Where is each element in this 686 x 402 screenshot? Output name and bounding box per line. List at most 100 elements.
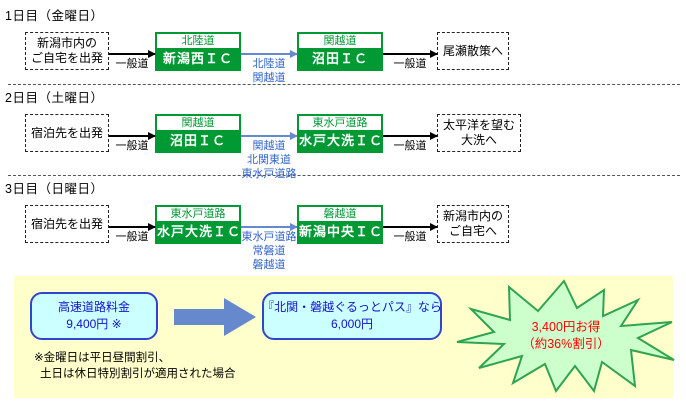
- savings-percent: （約36%割引）: [522, 337, 610, 351]
- expressway-name-label: 東水戸道路: [299, 116, 381, 130]
- local-road-arrow: 一般道: [383, 203, 438, 244]
- savings-amount: 3,400円お得: [531, 320, 601, 334]
- arrow-head-icon: [290, 132, 298, 140]
- road-type-label: 一般道: [115, 231, 149, 243]
- interchange-box: 関越道 沼田ＩＣ: [155, 114, 241, 153]
- road-type-label: 一般道: [393, 231, 427, 243]
- local-road-arrow: 一般道: [383, 30, 438, 71]
- destination-text-line: 太平洋を望む: [443, 118, 516, 132]
- day-separator: [8, 84, 680, 85]
- day-2-section: 2日目（土曜日） 宿泊先を出発 一般道 関越道 沼田ＩＣ 関越道 北関東道 東水…: [0, 85, 686, 180]
- regular-toll-title: 高速道路料金: [57, 300, 130, 314]
- arrow-line: [241, 223, 298, 231]
- transfer-route-label: 関越道: [252, 72, 286, 84]
- road-type-label: 一般道: [393, 140, 427, 152]
- arrow-line: [109, 223, 156, 231]
- transfer-route-label: 東水戸道路: [241, 231, 297, 243]
- day-1-start-box: 新潟市内の ご自宅を出発: [25, 32, 109, 70]
- discount-note: ※金曜日は平日昼間割引、 土日は休日特別割引が適用された場合: [34, 350, 236, 382]
- interchange-box: 東水戸道路 水戸大洗ＩＣ: [297, 114, 383, 153]
- regular-toll-price: 9,400円 ※: [66, 317, 122, 331]
- arrow-line: [109, 50, 156, 58]
- arrow-line: [383, 50, 438, 58]
- interchange-name-label: 沼田ＩＣ: [299, 48, 381, 69]
- day-3-flow: 宿泊先を出発 一般道 東水戸道路 水戸大洗ＩＣ 東水戸道路 常磐道 磐越道 磐越…: [25, 203, 686, 272]
- day-3-title: 3日目（日曜日）: [5, 182, 104, 196]
- expressway-name-label: 東水戸道路: [157, 207, 239, 221]
- interchange-name-label: 水戸大洗ＩＣ: [157, 221, 240, 242]
- destination-text-line: ご自宅へ: [449, 224, 498, 238]
- transfer-route-label: 北陸道: [252, 58, 286, 70]
- day-2-flow: 宿泊先を出発 一般道 関越道 沼田ＩＣ 関越道 北関東道 東水戸道路 東水戸道路…: [25, 112, 686, 181]
- interchange-box: 北陸道 新潟西ＩＣ: [155, 32, 241, 71]
- day-1-title: 1日目（金曜日）: [5, 9, 104, 23]
- highway-transfer-labels: 北陸道 関越道: [253, 57, 286, 85]
- highway-route-arrow: 東水戸道路 常磐道 磐越道: [241, 203, 298, 272]
- arrow-line: [383, 223, 438, 231]
- interchange-box: 関越道 沼田ＩＣ: [297, 32, 383, 71]
- highway-transfer-labels: 関越道 北関東道 東水戸道路: [242, 139, 297, 181]
- arrow-head-icon: [290, 50, 298, 58]
- transfer-route-label: 関越道: [252, 140, 286, 152]
- local-road-arrow: 一般道: [109, 203, 156, 244]
- arrow-line: [241, 50, 298, 58]
- arrow-line: [109, 132, 156, 140]
- comparison-arrow-icon: [174, 298, 256, 336]
- local-road-arrow: 一般道: [383, 112, 438, 153]
- arrow-head-icon: [430, 50, 438, 58]
- savings-burst: 3,400円お得 （約36%割引）: [452, 278, 680, 394]
- local-road-arrow: 一般道: [109, 30, 156, 71]
- day-separator: [8, 175, 680, 176]
- highway-route-arrow: 関越道 北関東道 東水戸道路: [241, 112, 298, 181]
- day-3-start-box: 宿泊先を出発: [25, 205, 109, 243]
- day-1-section: 1日目（金曜日） 新潟市内の ご自宅を出発 一般道 北陸道 新潟西ＩＣ 北陸道 …: [0, 3, 686, 84]
- interchange-box: 東水戸道路 水戸大洗ＩＣ: [155, 205, 241, 244]
- start-text-line: 宿泊先を出発: [31, 125, 104, 140]
- day-3-section: 3日目（日曜日） 宿泊先を出発 一般道 東水戸道路 水戸大洗ＩＣ 東水戸道路 常…: [0, 176, 686, 274]
- day-1-flow: 新潟市内の ご自宅を出発 一般道 北陸道 新潟西ＩＣ 北陸道 関越道 関越道 沼…: [25, 30, 686, 85]
- expressway-name-label: 関越道: [299, 34, 381, 48]
- expressway-name-label: 北陸道: [157, 34, 239, 48]
- road-type-label: 一般道: [115, 58, 149, 70]
- expressway-name-label: 磐越道: [299, 207, 381, 221]
- transfer-route-label: 常磐道: [252, 245, 286, 257]
- savings-text: 3,400円お得 （約36%割引）: [452, 278, 680, 394]
- highway-transfer-labels: 東水戸道路 常磐道 磐越道: [242, 230, 297, 272]
- day-2-title: 2日目（土曜日）: [5, 91, 104, 105]
- expressway-name-label: 関越道: [157, 116, 239, 130]
- day-3-destination-box: 新潟市内の ご自宅へ: [437, 205, 510, 243]
- start-text-line: 宿泊先を出発: [31, 216, 104, 231]
- local-road-arrow: 一般道: [109, 112, 156, 153]
- arrow-head-icon: [430, 132, 438, 140]
- start-text-line: ご自宅を出発: [31, 51, 104, 65]
- transfer-route-label: 東水戸道路: [241, 168, 297, 180]
- road-type-label: 一般道: [115, 140, 149, 152]
- day-2-start-box: 宿泊先を出発: [25, 114, 109, 152]
- interchange-box: 磐越道 新潟中央ＩＣ: [297, 205, 383, 244]
- arrow-head-icon: [290, 223, 298, 231]
- regular-toll-box: 高速道路料金 9,400円 ※: [30, 292, 158, 340]
- interchange-name-label: 沼田ＩＣ: [157, 130, 239, 151]
- destination-text-line: 尾瀬散策へ: [443, 43, 504, 58]
- arrow-head-icon: [148, 132, 156, 140]
- day-2-destination-box: 太平洋を望む 大洗へ: [437, 114, 522, 152]
- destination-text-line: 新潟市内の: [443, 209, 504, 223]
- pass-price: 6,000円: [330, 317, 374, 331]
- interchange-name-label: 新潟中央ＩＣ: [299, 221, 382, 242]
- day-1-destination-box: 尾瀬散策へ: [437, 32, 510, 70]
- note-line: 土日は休日特別割引が適用された場合: [40, 368, 236, 380]
- arrow-head-icon: [430, 223, 438, 231]
- arrow-head-icon: [148, 223, 156, 231]
- road-type-label: 一般道: [393, 58, 427, 70]
- starburst-icon: [456, 279, 675, 394]
- start-text-line: 新潟市内の: [36, 36, 97, 50]
- pass-price-box: 『北関・磐越ぐるっとパス』なら 6,000円: [262, 292, 442, 340]
- arrow-line: [241, 132, 298, 140]
- transfer-route-label: 磐越道: [252, 259, 286, 271]
- arrow-head-icon: [148, 50, 156, 58]
- price-comparison-panel: 高速道路料金 9,400円 ※ 『北関・磐越ぐるっとパス』なら 6,000円 ※…: [14, 276, 675, 398]
- interchange-name-label: 新潟西ＩＣ: [157, 48, 239, 69]
- transfer-route-label: 北関東道: [247, 154, 291, 166]
- destination-text-line: 大洗へ: [461, 133, 498, 147]
- arrow-line: [383, 132, 438, 140]
